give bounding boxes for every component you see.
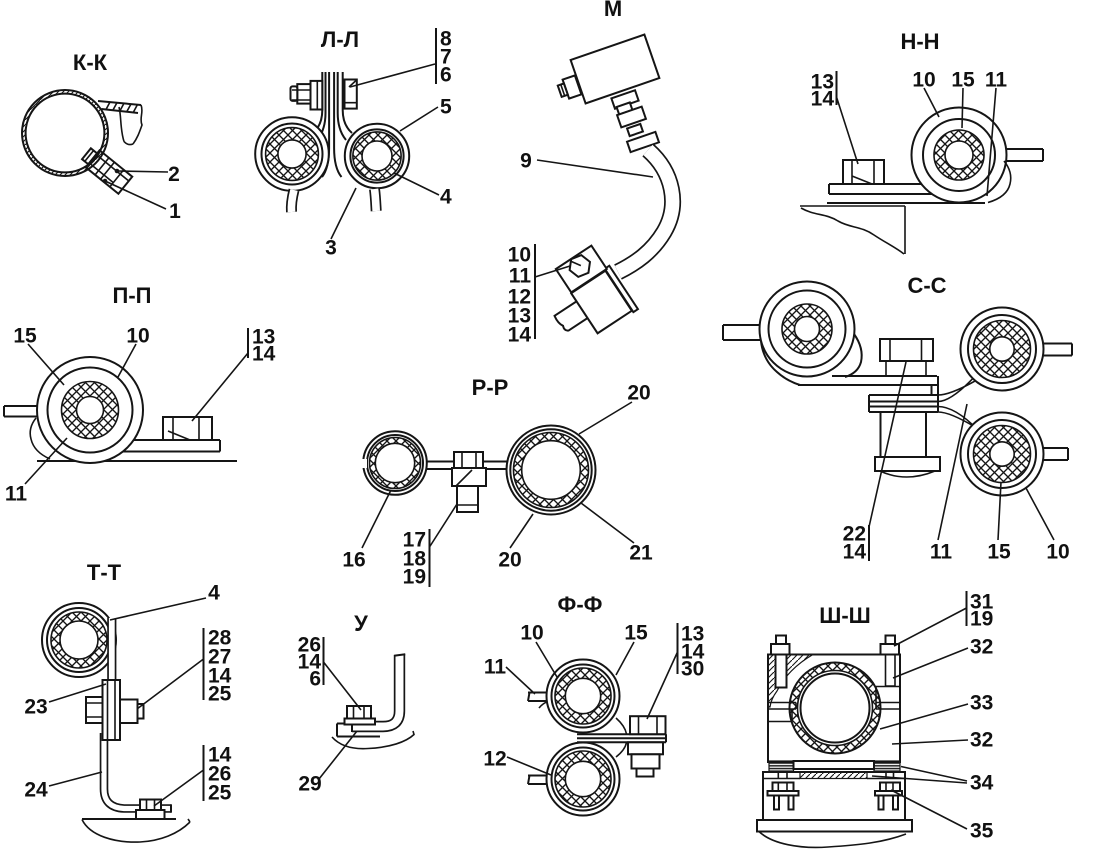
svg-text:10: 10 [520,622,543,645]
svg-text:14: 14 [843,541,867,564]
svg-text:13: 13 [681,623,704,646]
svg-text:14: 14 [208,744,232,767]
svg-text:19: 19 [970,608,993,631]
svg-text:Ш-Ш: Ш-Ш [819,603,871,628]
svg-text:32: 32 [970,729,993,752]
svg-text:12: 12 [508,286,531,309]
svg-text:Р-Р: Р-Р [472,375,509,400]
svg-text:30: 30 [681,658,704,681]
svg-text:5: 5 [440,96,452,119]
svg-text:11: 11 [484,656,507,679]
svg-text:14: 14 [508,324,532,347]
svg-text:28: 28 [208,627,232,650]
svg-text:14: 14 [208,665,232,688]
svg-text:10: 10 [912,69,935,92]
svg-text:32: 32 [970,636,993,659]
svg-text:1: 1 [169,200,181,223]
svg-text:Ф-Ф: Ф-Ф [558,592,603,617]
svg-text:Л-Л: Л-Л [321,27,359,52]
svg-text:18: 18 [403,548,427,571]
svg-text:20: 20 [627,382,650,405]
svg-text:34: 34 [970,772,994,795]
svg-text:13: 13 [811,71,834,94]
svg-text:15: 15 [13,325,37,348]
svg-text:10: 10 [126,325,149,348]
svg-text:11: 11 [5,483,28,506]
svg-text:12: 12 [483,748,506,771]
svg-text:21: 21 [629,542,653,565]
svg-text:2: 2 [168,163,180,186]
svg-text:11: 11 [509,265,532,288]
svg-text:4: 4 [440,186,452,209]
svg-text:11: 11 [930,541,953,564]
svg-text:4: 4 [208,582,220,605]
svg-text:25: 25 [208,683,232,706]
svg-text:15: 15 [951,69,975,92]
svg-text:15: 15 [987,541,1011,564]
svg-text:С-С: С-С [907,273,946,298]
svg-text:19: 19 [403,566,426,589]
svg-text:26: 26 [208,763,231,786]
svg-text:Н-Н: Н-Н [900,29,939,54]
svg-text:У: У [354,611,368,636]
svg-text:29: 29 [298,773,321,796]
svg-text:24: 24 [24,779,48,802]
svg-text:11: 11 [985,69,1008,92]
svg-text:27: 27 [208,646,231,669]
svg-text:3: 3 [325,237,337,260]
svg-text:М: М [604,0,622,21]
svg-text:31: 31 [970,591,994,614]
svg-text:22: 22 [843,523,866,546]
svg-text:17: 17 [403,529,426,552]
svg-text:13: 13 [252,326,275,349]
svg-text:10: 10 [508,244,531,267]
svg-text:К-К: К-К [73,50,108,75]
svg-text:35: 35 [970,820,994,843]
svg-text:7: 7 [440,46,452,69]
svg-text:Т-Т: Т-Т [87,560,122,585]
svg-text:13: 13 [508,305,531,328]
svg-text:14: 14 [298,651,322,674]
svg-text:33: 33 [970,692,993,715]
svg-text:6: 6 [309,668,321,691]
svg-text:26: 26 [298,634,321,657]
svg-text:25: 25 [208,782,232,805]
svg-text:14: 14 [252,343,276,366]
svg-text:16: 16 [342,549,365,572]
svg-text:10: 10 [1046,541,1069,564]
svg-text:9: 9 [520,150,532,173]
svg-text:20: 20 [498,549,521,572]
svg-text:П-П: П-П [113,283,152,308]
svg-text:14: 14 [681,641,705,664]
svg-text:23: 23 [24,696,47,719]
svg-text:15: 15 [624,622,648,645]
svg-text:8: 8 [440,28,452,51]
svg-text:14: 14 [811,88,835,111]
svg-text:6: 6 [440,64,452,87]
